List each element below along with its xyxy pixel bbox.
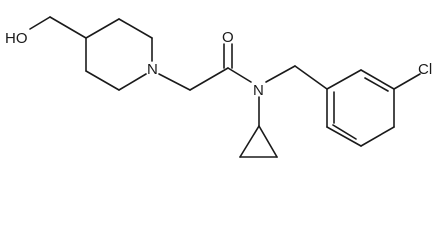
bond-amide-n-benzyl-ch2 <box>265 65 296 83</box>
ring-nitrogen-label: N <box>147 61 158 78</box>
bond-benzene-1 <box>326 69 362 90</box>
bond-ring-c4-c3 <box>85 18 120 39</box>
bond-benzene-5 <box>326 126 362 147</box>
bond-benzyl-ch2-ring <box>294 65 328 90</box>
bond-benzene-inner-2 <box>332 124 357 140</box>
bond-ring-c3-c2 <box>118 18 153 39</box>
bond-ch2-carbonyl <box>189 67 229 91</box>
bond-benzene-2 <box>360 69 395 90</box>
bond-benzene-4 <box>360 126 395 147</box>
bond-n-ch2 <box>158 73 191 91</box>
hydroxyl-label: HO <box>5 30 28 47</box>
bonds <box>29 16 421 158</box>
amide-nitrogen-label: N <box>253 82 264 99</box>
bond-c-cl <box>393 73 421 90</box>
carbonyl-oxygen-label: O <box>222 29 234 46</box>
chlorine-label: Cl <box>418 61 432 78</box>
bond-ch2-c4 <box>49 16 87 39</box>
bond-cyclopropyl-3 <box>258 125 278 158</box>
bond-benzene-inner-1 <box>364 77 389 92</box>
bond-cyclopropyl-1 <box>239 125 260 158</box>
bond-carbonyl-amide-n <box>227 67 252 83</box>
bond-o-ch2 <box>29 16 51 30</box>
chemical-structure: HO N O N Cl <box>5 16 432 158</box>
bond-ring-c6-c5 <box>85 70 120 91</box>
bond-ring-n-c6 <box>118 73 147 91</box>
atom-labels: HO N O N Cl <box>5 29 432 99</box>
